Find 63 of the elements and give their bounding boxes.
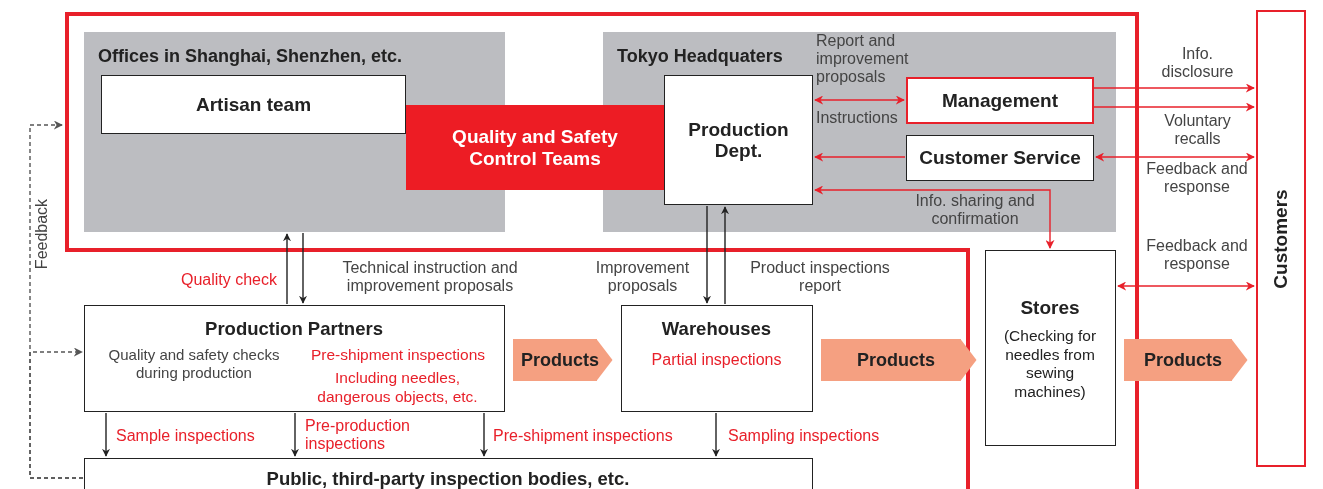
products-chevron-arrow xyxy=(513,339,613,381)
double-arrow xyxy=(814,95,905,105)
edge-label: Technical instruction and improvement proposals xyxy=(341,259,519,295)
inspection-note: Partial inspections xyxy=(650,350,783,370)
products-chevron-arrow xyxy=(1124,339,1248,381)
edge-label: Feedback xyxy=(33,197,51,272)
inspection-bodies-box xyxy=(84,458,813,489)
arrow xyxy=(1093,102,1255,112)
arrow xyxy=(703,205,711,304)
stores-box xyxy=(985,250,1116,446)
box-label: Management xyxy=(941,89,1059,112)
box-label: Quality and Safety Control Teams xyxy=(451,126,619,169)
arrow xyxy=(283,233,291,305)
inspection-note: Pre-shipment inspections xyxy=(310,346,486,365)
double-arrow xyxy=(1095,152,1255,162)
box-label: Artisan team xyxy=(195,93,312,116)
box-heading: Production Partners xyxy=(204,318,384,341)
arrow xyxy=(102,412,110,457)
box-label: Customer Service xyxy=(919,147,1081,169)
box-heading: Stores xyxy=(1019,297,1081,320)
edge-label: Quality check xyxy=(179,271,277,289)
arrow xyxy=(712,412,720,457)
edge-label: Products xyxy=(1143,350,1223,370)
box-heading: Warehouses xyxy=(660,318,773,341)
edge-label: Pre-production inspections xyxy=(305,417,411,453)
management-box xyxy=(906,77,1094,124)
edge-label: Report and improvement proposals xyxy=(816,32,910,86)
panel-heading: Offices in Shanghai, Shenzhen, etc. xyxy=(98,46,404,68)
edge-label: Sampling inspections xyxy=(728,427,881,445)
edge-label: Product inspections report xyxy=(749,259,891,295)
edge-label: Sample inspections xyxy=(116,427,256,445)
edge-label: Pre-shipment inspections xyxy=(493,427,674,445)
double-arrow xyxy=(1117,281,1255,291)
double-arrow xyxy=(814,185,1055,249)
edge-label: Products xyxy=(520,350,600,370)
team-box xyxy=(101,75,406,134)
check-note: Quality and safety checks during production xyxy=(107,346,281,382)
edge-label: Feedback and response xyxy=(1145,237,1249,273)
edge-label: Info. disclosure xyxy=(1160,45,1235,81)
edge-label: Products xyxy=(856,350,936,370)
arrow xyxy=(814,152,906,162)
arrow xyxy=(291,412,299,457)
box-label: Production Dept. xyxy=(687,118,790,162)
dashed-arrow xyxy=(29,347,84,479)
service-box xyxy=(906,135,1094,181)
note-label: Instructions xyxy=(816,109,899,127)
box-heading: Public, third-party inspection bodies, etc. xyxy=(265,468,631,489)
box-heading: Customers xyxy=(1270,188,1292,289)
department-box xyxy=(664,75,813,205)
arrow xyxy=(299,232,307,304)
box-note: (Checking for needles from sewing machines) xyxy=(1002,327,1098,402)
customers-box xyxy=(1256,10,1306,467)
arrow xyxy=(1093,83,1255,93)
arrow xyxy=(721,206,729,305)
quality-team-box xyxy=(406,105,664,190)
products-chevron-arrow xyxy=(821,339,977,381)
edge-label: Feedback and response xyxy=(1145,160,1249,196)
edge-label: Voluntary recalls xyxy=(1163,112,1232,148)
panel-heading: Tokyo Headquaters xyxy=(617,46,784,68)
edge-label: Info. sharing and confirmation xyxy=(914,192,1036,228)
edge-label: Improvement proposals xyxy=(594,259,691,295)
inspection-note: Including needles, dangerous objects, etc. xyxy=(316,369,479,407)
arrow xyxy=(480,412,488,457)
